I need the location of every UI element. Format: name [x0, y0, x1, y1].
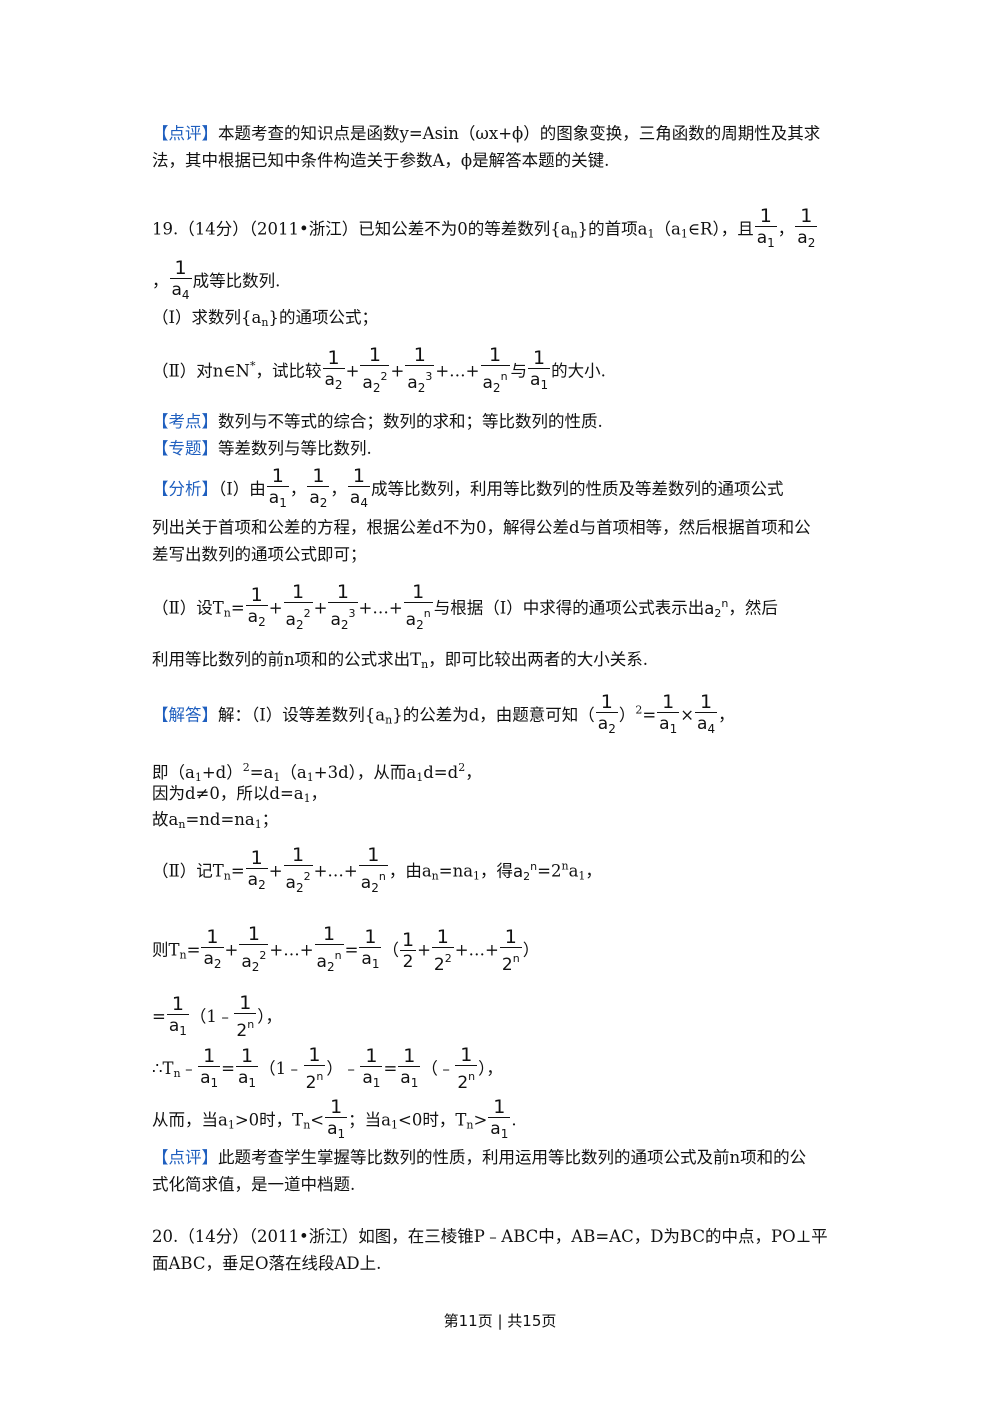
jieda-line3: 因为d≠0，所以d=a1， — [152, 784, 328, 805]
q20-line2: 面ABC，垂足O落在线段AD上. — [152, 1254, 382, 1273]
page-footer: 第11页 | 共15页 — [443, 1312, 557, 1330]
q19-part1: （Ⅰ）求数列{an}的通项公式； — [152, 308, 378, 329]
zhuanti: 【专题】等差数列与等比数列. — [152, 439, 372, 458]
review-line2: 式化简求值，是一道中档题. — [152, 1175, 356, 1194]
review-prev-line1: 【点评】本题考查的知识点是函数y=Asin（ωx+ϕ）的图象变换，三角函数的周期… — [152, 124, 821, 143]
jieda-line4: 故an=nd=na1； — [152, 810, 279, 831]
fenxi-line2: 列出关于首项和公差的方程，根据公差d不为0，解得公差d与首项相等，然后根据首项和… — [152, 518, 811, 537]
review-prev-tag: 【点评】 — [152, 124, 218, 143]
q19-header: 19.（14分）（2011•浙江）已知公差不为0的等差数列{an}的首项a1（a… — [152, 205, 818, 250]
fenxi-line3: 差写出数列的通项公式即可； — [152, 545, 367, 564]
review-line1: 【点评】此题考查学生掌握等比数列的性质，利用运用等比数列的通项公式及前n项和的公 — [152, 1148, 807, 1167]
jieda-line2: 即（a1+d）2=a1（a1+3d），从而a1d=d2， — [152, 761, 482, 784]
kaodian: 【考点】数列与不等式的综合；数列的求和；等比数列的性质. — [152, 412, 603, 431]
fenxi-line5: 利用等比数列的前n项和的公式求出Tn，即可比较出两者的大小关系. — [152, 650, 648, 671]
q20-line1: 20.（14分）（2011•浙江）如图，在三棱锥P﹣ABC中，AB=AC，D为B… — [152, 1227, 828, 1246]
review-prev-line2: 法，其中根据已知中条件构造关于参数A，ϕ是解答本题的关键. — [152, 151, 610, 170]
